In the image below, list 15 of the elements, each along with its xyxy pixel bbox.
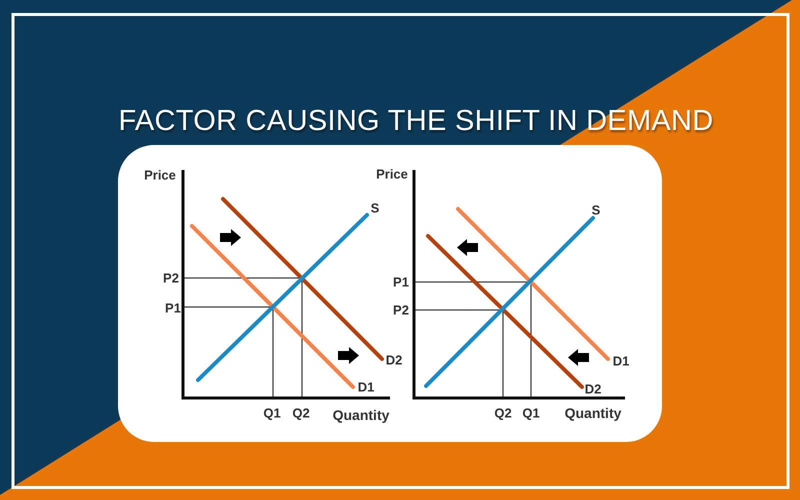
curve-label: D2 [584, 382, 602, 396]
curve-label: S [592, 204, 600, 216]
tick-label: Q1 [522, 406, 540, 420]
axis-label: Quantity [332, 408, 390, 422]
tick-label: P1 [393, 276, 409, 288]
tick-label: P2 [393, 304, 409, 316]
tick-label: Q2 [494, 406, 512, 420]
title: FACTOR CAUSING THE SHIFT IN DEMAND [118, 104, 714, 138]
curve-label: D1 [612, 354, 630, 368]
axis-label: Price [144, 168, 176, 182]
tick-label: Q2 [292, 406, 310, 420]
tick-label: P2 [163, 272, 179, 284]
tick-label: P1 [165, 302, 181, 314]
tick-label: Q1 [263, 406, 281, 420]
axis-label: Quantity [564, 406, 622, 420]
